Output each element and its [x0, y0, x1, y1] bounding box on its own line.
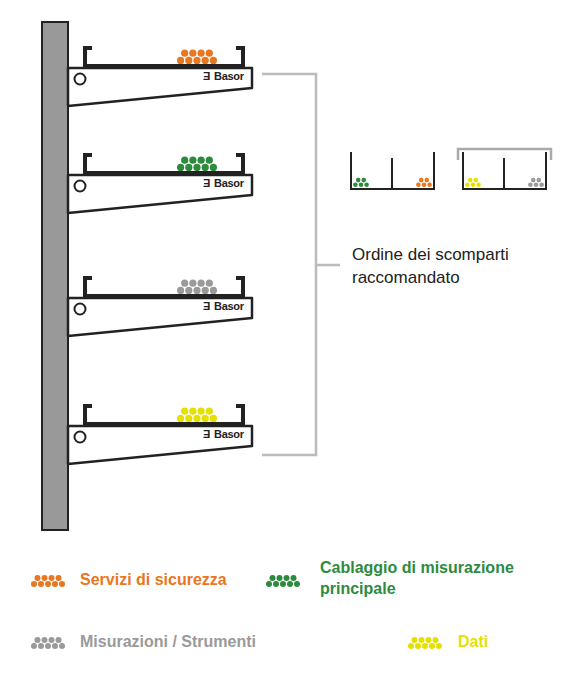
tray-icon	[351, 152, 434, 189]
legend-swatch	[28, 570, 72, 590]
cable-tray	[68, 155, 252, 213]
svg-text:Ǝ: Ǝ	[203, 177, 210, 189]
cable-tray	[68, 406, 252, 464]
cable-dots	[528, 178, 544, 187]
note-text: Ordine dei scomparti raccomandato	[352, 243, 552, 289]
legend-swatch	[28, 632, 72, 652]
svg-text:Ǝ: Ǝ	[203, 428, 210, 440]
cable-dots	[465, 178, 481, 187]
legend-text: Servizi di sicurezza	[80, 569, 270, 590]
cable-dots	[177, 157, 217, 171]
legend-text: Cablaggio di misurazione principale	[320, 557, 550, 599]
cable-dots	[31, 575, 65, 587]
tray-icon	[458, 149, 551, 189]
svg-text:Ǝ: Ǝ	[203, 300, 210, 312]
wall-bar	[42, 22, 68, 530]
legend-swatch	[263, 570, 307, 590]
svg-text:Ǝ: Ǝ	[203, 70, 210, 82]
cable-dots	[353, 178, 369, 187]
brand-logo: Basor	[214, 300, 244, 312]
legend-text: Misurazioni / Strumenti	[80, 631, 320, 652]
cable-dots	[31, 637, 65, 649]
brand-logo: Basor	[214, 177, 244, 189]
cable-dots	[416, 178, 432, 187]
cable-dots	[408, 637, 442, 649]
cable-dots	[177, 280, 217, 294]
legend-swatch	[405, 632, 449, 652]
cable-dots	[266, 575, 300, 587]
brand-logo: Basor	[214, 70, 244, 82]
cable-dots	[177, 408, 217, 422]
brand-logo: Basor	[214, 428, 244, 440]
group-bracket	[262, 74, 340, 455]
legend-text: Dati	[458, 631, 558, 652]
cable-tray	[68, 278, 252, 336]
cable-dots	[177, 50, 217, 64]
cable-tray	[68, 48, 252, 106]
